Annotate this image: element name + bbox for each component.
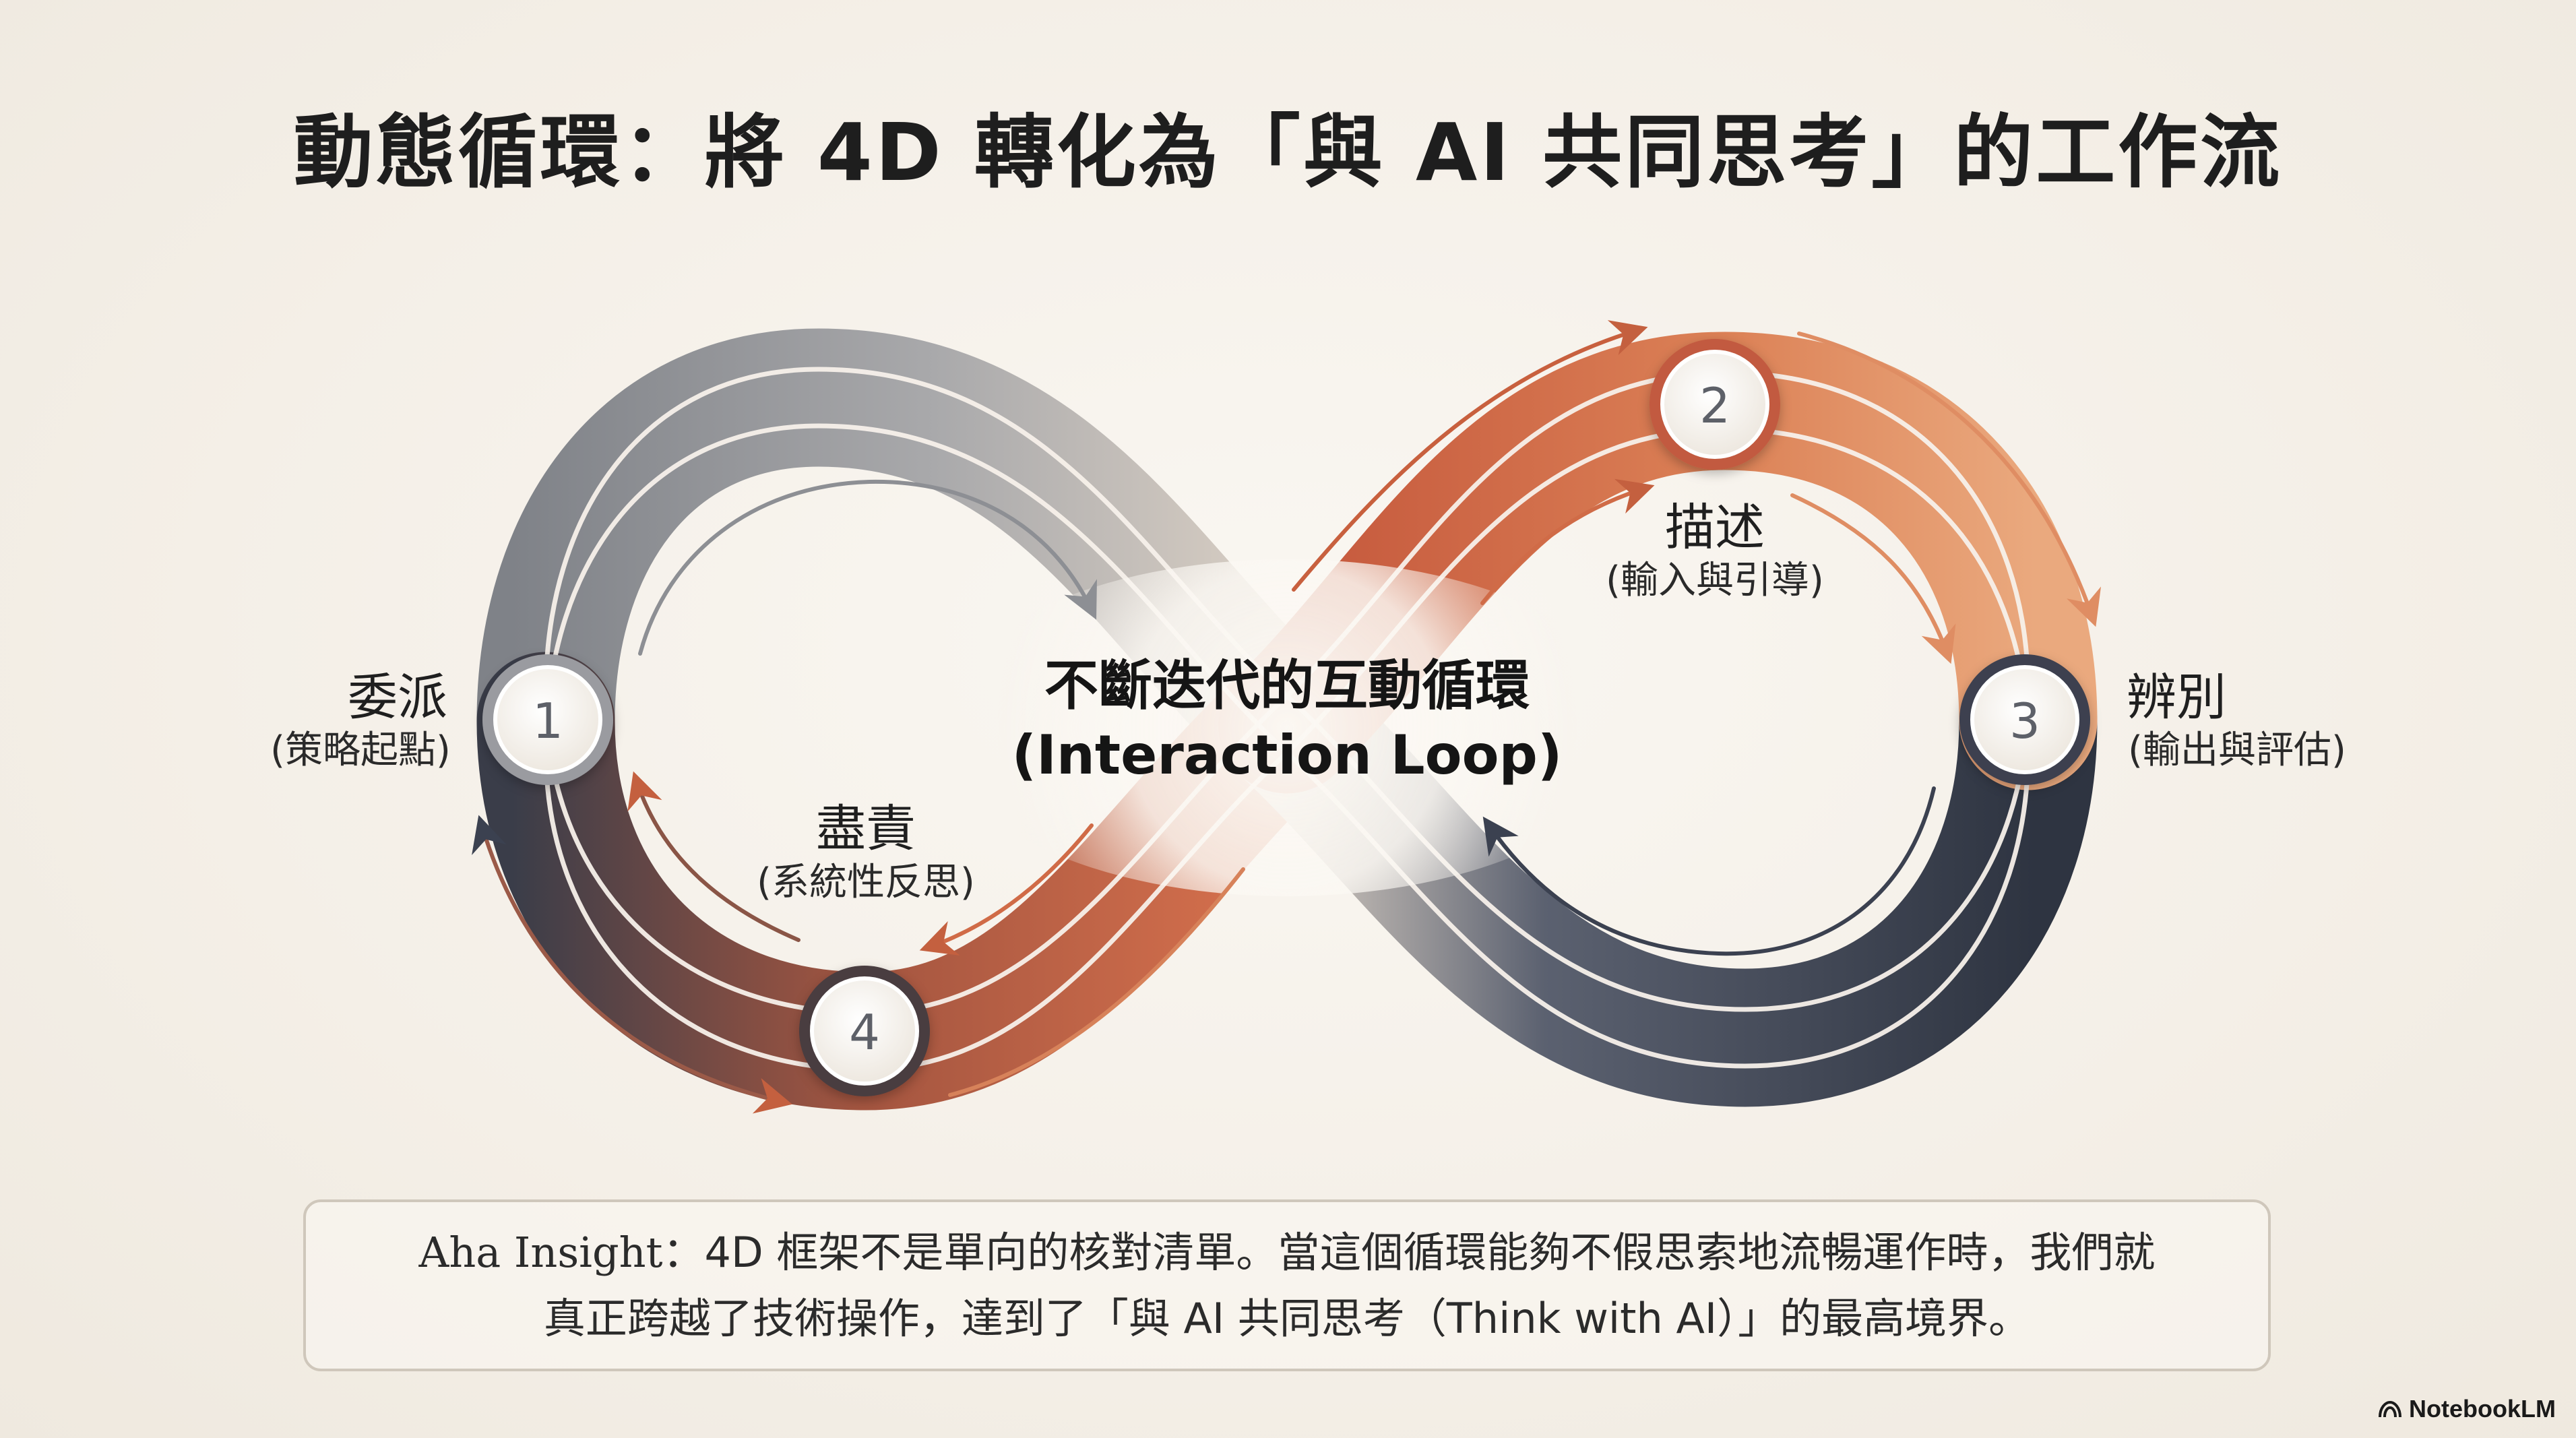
insight-box: Aha Insight：4D 框架不是單向的核對清單。當這個循環能夠不假思索地流…	[303, 1199, 2271, 1371]
insight-line-2: 真正跨越了技術操作，達到了「與 AI 共同思考（Think with AI）」的…	[543, 1293, 2031, 1343]
node-3-number: 3	[2009, 693, 2040, 749]
node-2-label: 描述	[1665, 499, 1765, 557]
arrow-outer-1-to-4	[472, 815, 792, 1114]
insight-prefix: Aha Insight	[418, 1227, 663, 1277]
node-3-sublabel: (輸出與評估)	[2128, 728, 2346, 772]
node-2-sublabel: (輸入與引導)	[1606, 559, 1824, 602]
flow-arrows	[472, 320, 2102, 1114]
node-1[interactable]	[482, 654, 613, 785]
node-4-sublabel: (系統性反思)	[757, 861, 975, 904]
brand-name: NotebookLM	[2409, 1395, 2556, 1423]
insight-line-1-text: ：4D 框架不是單向的核對清單。當這個循環能夠不假思索地流暢運作時，我們就	[662, 1227, 2156, 1277]
node-2[interactable]	[1650, 339, 1780, 470]
node-3[interactable]	[1959, 654, 2090, 785]
center-label-line1: 不斷迭代的互動循環	[1044, 654, 1530, 717]
page-title: 動態循環：將 4D 轉化為「與 AI 共同思考」的工作流	[293, 106, 2283, 199]
arrow-inner-center-to-4	[919, 823, 1094, 956]
arrow-outer-4-onward	[948, 867, 1245, 1097]
insight-line-1: Aha Insight：4D 框架不是單向的核對清單。當這個循環能夠不假思索地流…	[419, 1220, 2156, 1286]
notebooklm-icon	[2379, 1400, 2402, 1418]
arrow-outer-2-to-3	[1797, 332, 2102, 627]
node-1-label: 委派	[348, 668, 447, 726]
brand-watermark: NotebookLM	[2378, 1395, 2556, 1423]
node-2-number: 2	[1699, 377, 1730, 434]
center-glow	[937, 559, 1637, 896]
node-1-sublabel: (策略起點)	[270, 728, 451, 772]
node-4-number: 4	[849, 1004, 880, 1061]
center-label-line2: (Interaction Loop)	[1012, 724, 1563, 786]
node-4[interactable]	[799, 966, 930, 1096]
arrow-outer-top-to-2	[1292, 320, 1648, 592]
node-3-label: 辨別	[2127, 668, 2226, 726]
node-1-number: 1	[532, 693, 563, 749]
arrow-inner-left-top	[638, 479, 1097, 656]
arrow-inner-describe-to-3	[1790, 493, 1956, 664]
arrow-inner-right-bottom	[1482, 786, 1936, 956]
node-4-label: 盡責	[816, 800, 916, 858]
arrow-inner-to-describe	[1480, 478, 1655, 605]
